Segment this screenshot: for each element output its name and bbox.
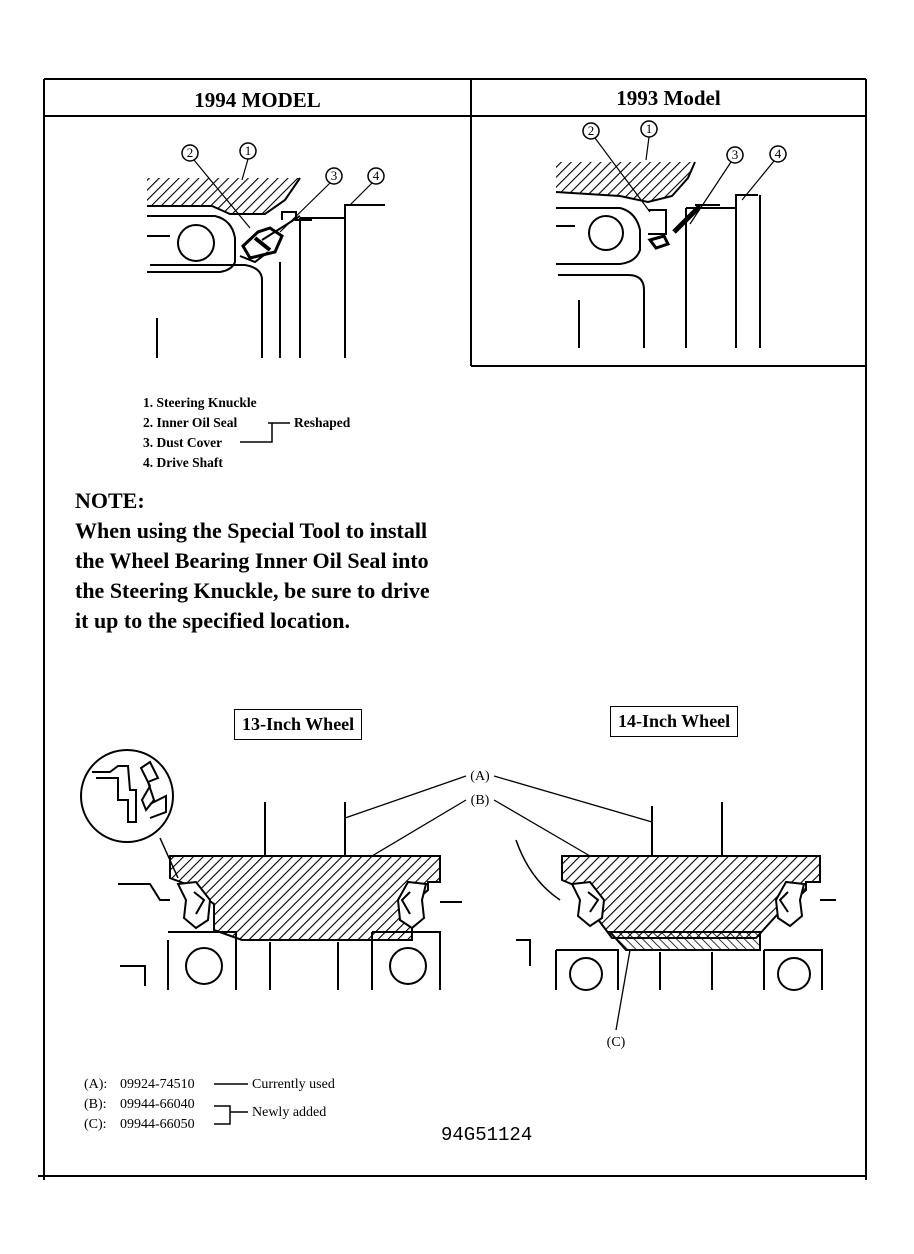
legend-item: 2. Inner Oil Seal xyxy=(143,415,238,430)
header-1993-model: 1993 Model xyxy=(616,86,721,110)
tool-list: (A):09924-74510 (B):09944-66040 (C):0994… xyxy=(84,1075,195,1135)
tool-row-a: (A):09924-74510 xyxy=(84,1077,195,1092)
label-14-inch-wheel: 14-Inch Wheel xyxy=(610,706,739,737)
tool-callout-labels: (A) (B) (C) xyxy=(470,769,625,1050)
label-13-inch-wheel: 13-Inch Wheel xyxy=(234,709,363,740)
callout-2: 2 xyxy=(187,145,194,160)
tool-row-b: (B):09944-66040 xyxy=(84,1097,195,1112)
header-1994-model: 1994 MODEL xyxy=(194,88,321,112)
tool-note-current: Currently used xyxy=(252,1077,335,1092)
note-line: the Steering Knuckle, be sure to drive xyxy=(75,578,430,603)
tool-note-new: Newly added xyxy=(252,1105,327,1120)
callout-2-1993: 2 xyxy=(588,123,595,138)
callout-1-1993: 1 xyxy=(646,121,653,136)
tool-row-c: (C):09944-66050 xyxy=(84,1117,195,1132)
reshaped-label: Reshaped xyxy=(294,415,351,430)
tool-diagram-14-inch xyxy=(515,802,836,991)
tool-part-number: 09944-66040 xyxy=(120,1097,195,1112)
page-border xyxy=(38,78,867,1180)
callout-4: 4 xyxy=(373,168,380,183)
legend-item: 4. Drive Shaft xyxy=(143,455,223,470)
legend-item: 1. Steering Knuckle xyxy=(143,395,257,410)
callout-1: 1 xyxy=(245,143,252,158)
callout-c: (C) xyxy=(607,1035,626,1050)
note-line: it up to the specified location. xyxy=(75,608,350,633)
figure-code: 94G51124 xyxy=(441,1124,533,1146)
callout-4-1993: 4 xyxy=(775,146,782,161)
note-line: the Wheel Bearing Inner Oil Seal into xyxy=(75,548,429,573)
callout-3: 3 xyxy=(331,168,338,183)
legend-item: 3. Dust Cover xyxy=(143,435,223,450)
callouts-1994: 2 1 3 4 xyxy=(181,142,385,233)
tool-part-number: 09944-66050 xyxy=(120,1117,195,1132)
callouts-1993: 2 1 3 4 xyxy=(582,120,787,225)
callout-a: (A) xyxy=(470,769,490,784)
tool-part-number: 09924-74510 xyxy=(120,1077,195,1092)
tools-brackets xyxy=(214,1083,248,1125)
reshaped-bracket xyxy=(240,422,290,443)
seal-diagram-1994 xyxy=(147,177,385,358)
note-title: NOTE: xyxy=(75,488,145,513)
tool-leaders xyxy=(344,775,653,1031)
callout-b: (B) xyxy=(471,793,490,808)
note-block: NOTE: When using the Special Tool to ins… xyxy=(75,486,430,636)
seal-diagram-1993 xyxy=(555,161,761,348)
note-line: When using the Special Tool to install xyxy=(75,518,428,543)
parts-legend: 1. Steering Knuckle 2. Inner Oil Seal 3.… xyxy=(143,393,257,473)
callout-3-1993: 3 xyxy=(732,147,739,162)
tool-diagram-13-inch xyxy=(80,749,462,990)
